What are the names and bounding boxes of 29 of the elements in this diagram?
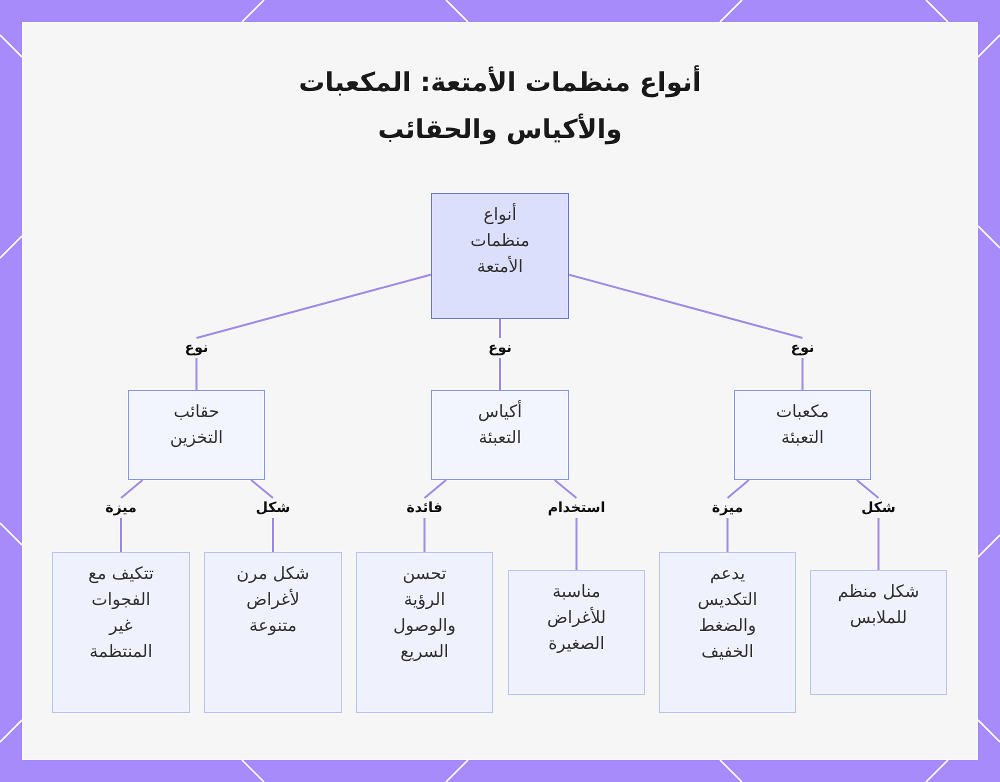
connector (499, 318, 501, 391)
connector (424, 479, 448, 553)
detail-box: تتكيف مع الفجوات غير المنتظمة (52, 552, 190, 713)
detail-box: شكل مرن لأغراض متنوعة (204, 552, 342, 713)
edge-label: نوع (488, 339, 512, 357)
detail-box: تحسن الرؤية والوصول السريع (356, 552, 493, 713)
edge-label: نوع (184, 339, 208, 357)
detail-box: شكل منظم للملابس (810, 570, 947, 695)
connector (554, 479, 578, 571)
connector (196, 274, 432, 391)
title: أنواع منظمات الأمتعة: المكعبات والأكياس والحقائب (265, 60, 735, 154)
edge-label: فائدة (406, 499, 443, 517)
edge-label: استخدام (548, 499, 606, 517)
edge-label: نوع (790, 339, 814, 357)
connector (250, 479, 274, 553)
connector (120, 479, 144, 553)
category-box: حقائب التخزين (128, 390, 265, 480)
category-box: مكعبات التعبئة (734, 390, 871, 480)
connector (726, 479, 750, 553)
detail-box: يدعم التكديس والضغط الخفيف (659, 552, 796, 713)
detail-box: مناسبة للأغراض الصغيرة (508, 570, 645, 695)
edge-label: ميزة (105, 499, 137, 517)
topic-box: أنواع منظمات الأمتعة (431, 193, 569, 319)
edge-label: شكل (861, 499, 896, 517)
edge-label: ميزة (712, 499, 744, 517)
connector (856, 479, 880, 571)
edge-label: شكل (256, 499, 290, 517)
connector (568, 274, 804, 391)
category-box: أكياس التعبئة (431, 390, 569, 480)
